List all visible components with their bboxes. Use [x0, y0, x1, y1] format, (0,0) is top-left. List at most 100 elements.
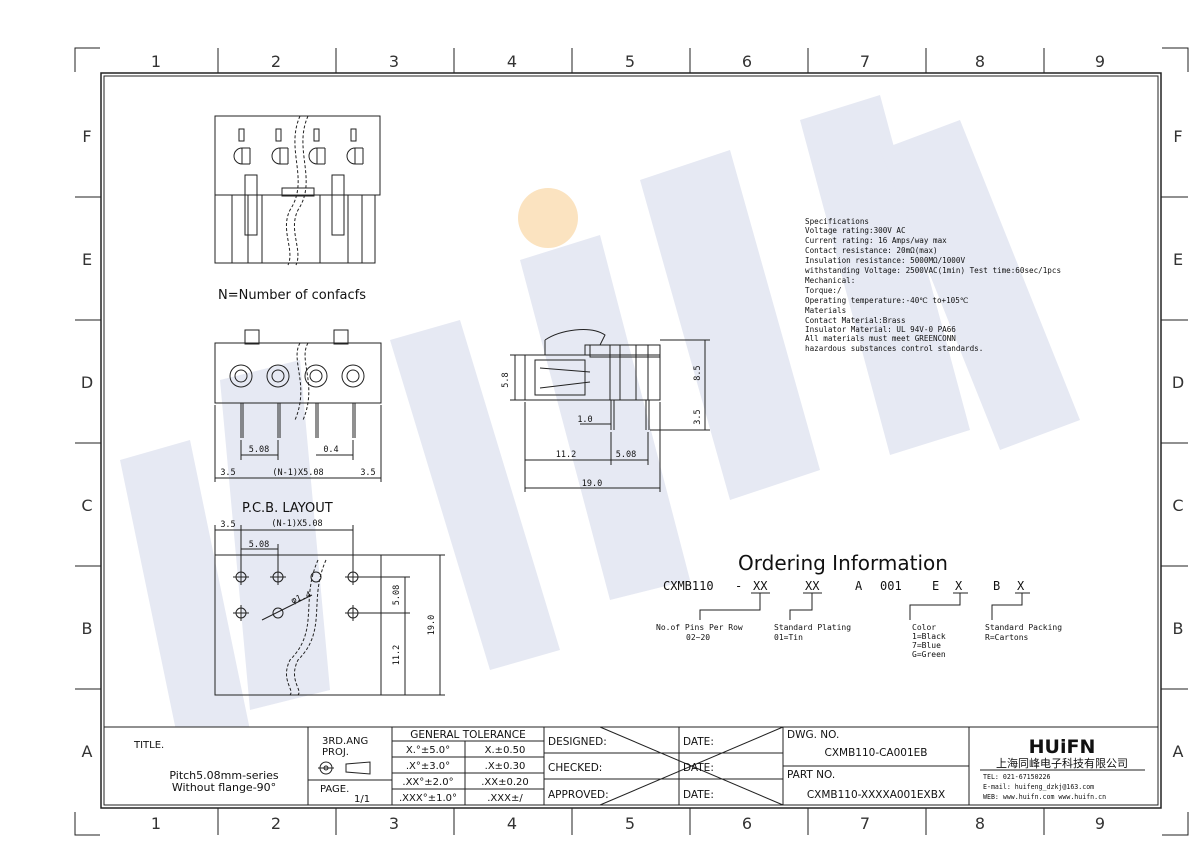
pins-range: 02~20: [686, 633, 710, 642]
dim-left-margin: 3.5: [220, 468, 235, 478]
n-contacts-label: N=Number of confacfs: [218, 288, 366, 303]
spec-line: Contact Material:Brass: [805, 316, 906, 325]
col-label: 6: [742, 814, 752, 833]
color-black: 1=Black: [912, 632, 946, 641]
title-block-text: TITLE. Pitch5.08mm-series Without flange…: [133, 729, 945, 805]
projection-line1: 3RD.ANG: [322, 736, 368, 747]
top-view-drawing: [214, 115, 381, 266]
tol-linear-2: .XX±0.20: [481, 777, 529, 788]
tol-linear-1: .X±0.30: [485, 761, 526, 772]
row-label: E: [82, 250, 92, 269]
page-label: PAGE.: [320, 784, 349, 795]
part-no-value: CXMB110-XXXXA001EXBX: [807, 789, 945, 801]
pcb-layout-drawing: [214, 525, 445, 696]
date-label-designed: DATE:: [683, 736, 714, 748]
column-dividers: [217, 48, 1045, 835]
col-label: 4: [507, 52, 517, 71]
col-label: 1: [151, 52, 161, 71]
tol-linear-3: .XXX±/: [487, 793, 523, 804]
col-label: 5: [625, 52, 635, 71]
col-label: 2: [271, 52, 281, 71]
code-pins: XX: [753, 579, 768, 593]
company-tel: TEL: 021-67150226: [983, 773, 1051, 781]
column-labels: 1 2 3 4 5 6 7 8 9 1 2 3 4 5 6 7 8 9: [151, 52, 1105, 833]
packing-label: Standard Packing: [985, 623, 1062, 632]
color-green: G=Green: [912, 650, 946, 659]
dim-pin-length: 3.5: [693, 409, 703, 424]
row-labels: F E D C B A F E D C B A: [81, 127, 1184, 761]
dim-pcb-row-offset: 11.2: [392, 645, 402, 665]
row-label: F: [1173, 127, 1182, 146]
code-e: E: [932, 579, 939, 593]
col-label: 7: [860, 814, 870, 833]
tol-linear-0: X.±0.50: [485, 745, 526, 756]
dim-pitch: 5.08: [249, 445, 269, 455]
dwg-no-label: DWG. NO.: [787, 729, 839, 741]
dim-right-margin: 3.5: [360, 468, 375, 478]
code-color: X: [955, 579, 963, 593]
front-view-drawing: [214, 329, 382, 482]
code-a: A: [855, 579, 863, 593]
inner-frame: [100, 72, 1162, 809]
dim-pin-thick: 1.0: [577, 415, 592, 425]
code-b: B: [993, 579, 1000, 593]
row-label: E: [1173, 250, 1183, 269]
tol-angle-3: .XXX°±1.0°: [399, 793, 457, 804]
col-label: 9: [1095, 52, 1105, 71]
row-label: B: [1173, 619, 1184, 638]
watermark-stroke: [880, 120, 1080, 450]
dwg-no-value: CXMB110-CA001EB: [824, 747, 927, 759]
corner-mark: [74, 812, 100, 836]
col-label: 9: [1095, 814, 1105, 833]
watermark-stroke: [520, 235, 690, 600]
spec-line: Current rating: 16 Amps/way max: [805, 236, 947, 245]
code-series: CXMB110: [663, 579, 714, 593]
watermark-stroke: [220, 360, 330, 710]
tol-angle-1: .X°±3.0°: [406, 761, 450, 772]
dim-total-depth: 19.0: [582, 479, 602, 489]
part-title-line1: Pitch5.08mm-series: [169, 769, 279, 782]
company-name-cn: 上海同峰电子科技有限公司: [996, 756, 1128, 770]
dim-pin-width: 0.4: [323, 445, 338, 455]
code-dash: -: [735, 579, 742, 593]
pcb-layout-title: P.C.B. LAYOUT: [242, 501, 333, 516]
row-label: D: [1172, 373, 1184, 392]
ordering-leaders: [699, 592, 1030, 620]
ordering-legend: No.of Pins Per Row 02~20 Standard Platin…: [656, 623, 1062, 659]
page-value: 1/1: [354, 794, 370, 805]
tol-angle-2: .XX°±2.0°: [402, 777, 453, 788]
date-label-approved: DATE:: [683, 789, 714, 801]
checked-label: CHECKED:: [548, 762, 602, 774]
dim-height-body: 5.8: [501, 372, 511, 387]
code-packing: X: [1017, 579, 1025, 593]
color-label: Color: [912, 623, 936, 632]
spec-line: withstanding Voltage: 2500VAC(1min) Test…: [805, 266, 1061, 275]
col-label: 3: [389, 52, 399, 71]
spec-line: Operating temperature:-40℃ to+105℃: [805, 296, 969, 305]
watermark-stroke: [120, 440, 250, 750]
company-block: HUiFN 上海同峰电子科技有限公司 TEL: 021-67150226 E-m…: [980, 736, 1145, 801]
row-label: F: [82, 127, 91, 146]
dim-pcb-pitch: 5.08: [249, 540, 269, 550]
col-label: 3: [389, 814, 399, 833]
col-label: 8: [975, 52, 985, 71]
col-label: 5: [625, 814, 635, 833]
watermark: [120, 95, 1080, 750]
plating-value: 01=Tin: [774, 633, 803, 642]
row-label: A: [82, 742, 93, 761]
spec-line: Insulator Material: UL 94V-0 PA66: [805, 325, 956, 334]
corner-mark: [1162, 47, 1189, 72]
spec-line: All materials must meet GREENCONN: [805, 334, 956, 343]
title-label: TITLE.: [133, 740, 164, 751]
spec-line: Specifications: [805, 217, 869, 226]
tolerance-header: GENERAL TOLERANCE: [410, 729, 526, 741]
row-label: C: [81, 496, 92, 515]
designed-label: DESIGNED:: [548, 736, 607, 748]
ordering-title: Ordering Information: [738, 551, 948, 575]
row-label: B: [82, 619, 93, 638]
company-email: E-mail: huifeng_dzkj@163.com: [983, 783, 1094, 791]
tol-angle-0: X.°±5.0°: [406, 745, 450, 756]
corner-mark: [1162, 812, 1189, 836]
company-logo: HUiFN: [1029, 736, 1096, 758]
